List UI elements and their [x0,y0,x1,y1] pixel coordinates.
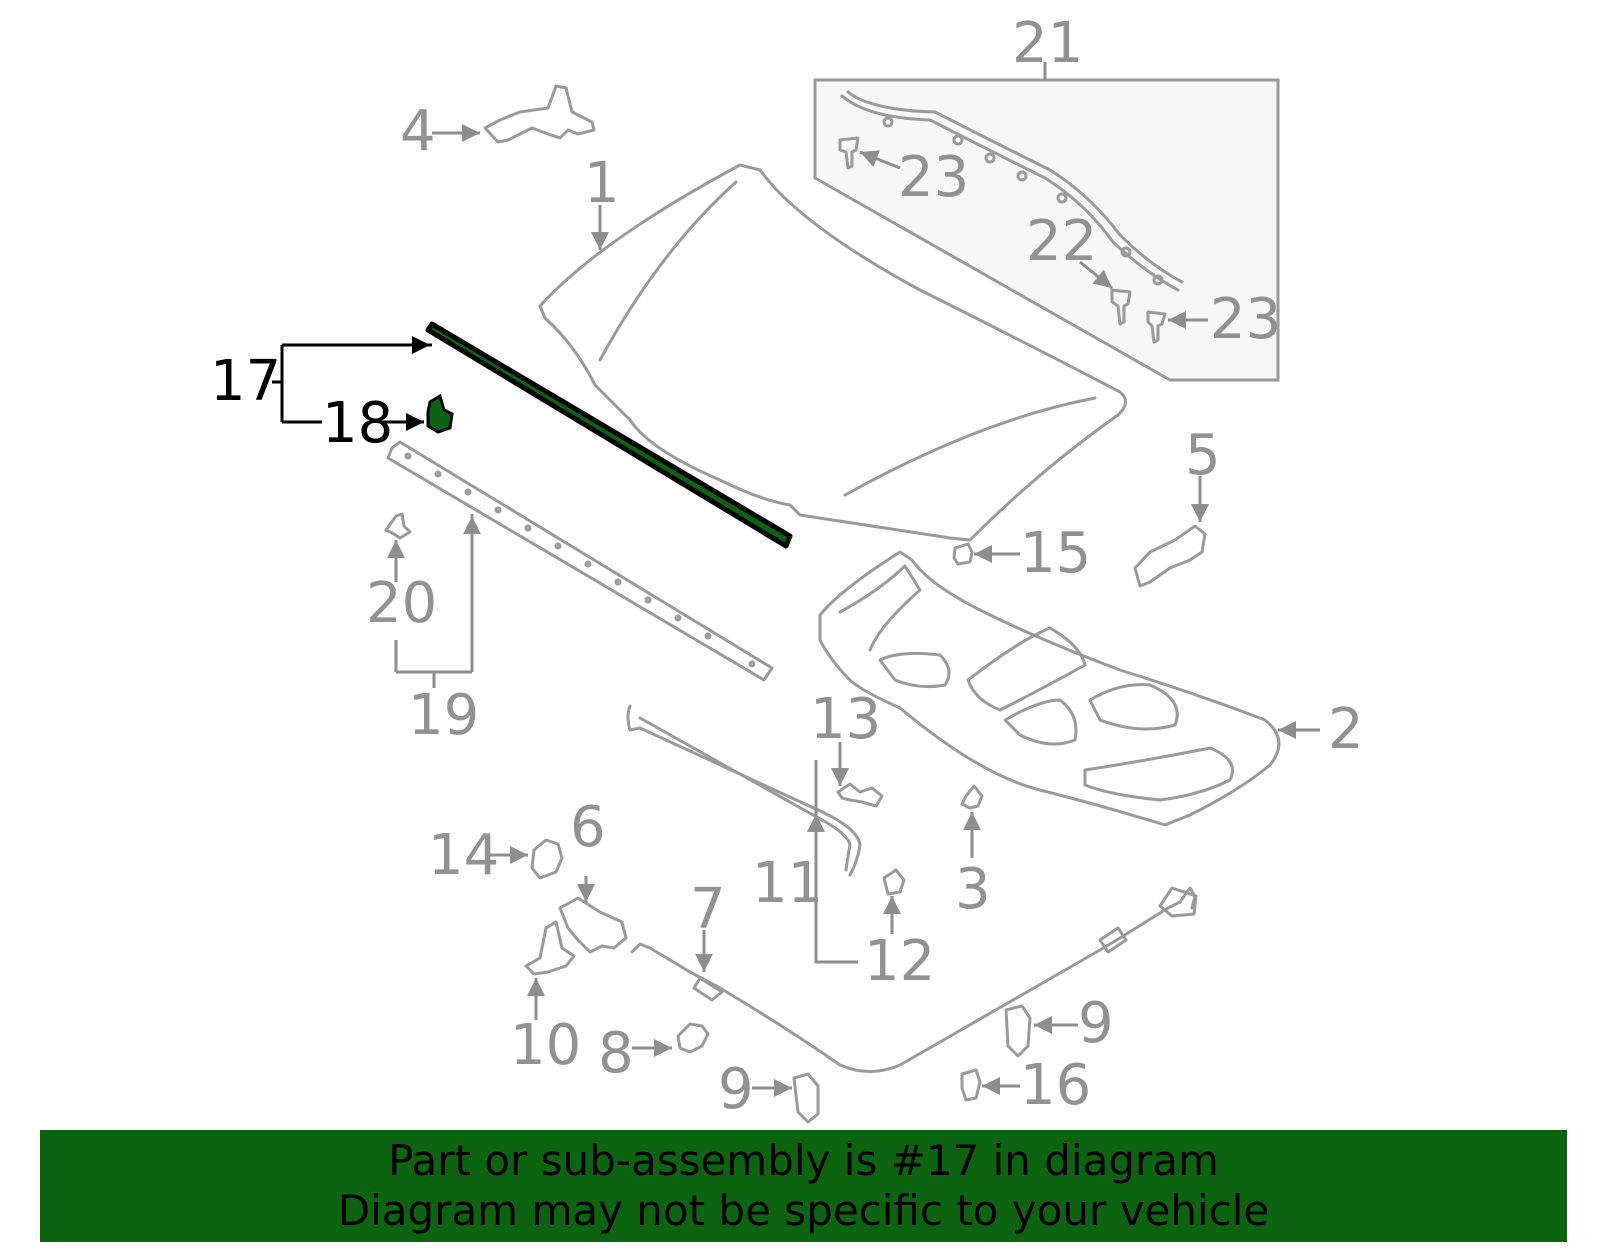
part-7-cable [630,886,1197,1073]
callout-7: 7 [690,877,726,942]
callout-3: 3 [955,857,991,922]
part-13-clip [836,782,884,808]
part-22-clip [1110,288,1132,326]
part-14-clip [530,838,564,880]
callout-23-lower: 23 [1210,287,1281,352]
callout-9-right: 9 [1078,991,1114,1056]
callout-11: 11 [752,851,823,916]
callout-21: 21 [1012,11,1083,76]
part-19-holes [404,452,756,668]
callout-9-left: 9 [718,1057,754,1122]
callout-13: 13 [810,687,881,752]
part-23-clip-b [1146,310,1167,344]
part-21-clips [882,116,1164,286]
callout-10: 10 [510,1013,581,1078]
part-5-hinge [1133,524,1207,588]
part-12-grommet [882,868,906,896]
callout-20: 20 [366,571,437,636]
part-4-hinge [483,84,596,144]
part-23-clip-a [838,136,860,170]
part-17-weatherstrip [425,321,793,549]
callout-5: 5 [1185,423,1221,488]
banner-line-2: Diagram may not be specific to your vehi… [337,1186,1270,1235]
callout-14: 14 [428,823,499,888]
part-3-clip [960,784,984,810]
callout-6: 6 [570,795,606,860]
callout-22: 22 [1026,209,1097,274]
callout-15: 15 [1020,521,1091,586]
callout-18: 18 [322,391,393,456]
part-21-box [813,78,1280,382]
part-6-latch [558,896,628,954]
notice-banner: Part or sub-assembly is #17 in diagram D… [40,1130,1567,1242]
part-11-rod [626,704,862,877]
callout-8: 8 [598,1021,634,1086]
part-18-clip [426,393,454,434]
part-8-clip [676,1022,710,1054]
part-15-clip [952,542,974,566]
part-10-bracket [524,920,576,976]
callout-12: 12 [864,929,935,994]
callout-19: 19 [408,683,479,748]
callout-17: 17 [210,349,281,414]
callout-4: 4 [400,99,436,164]
callout-2: 2 [1328,697,1364,762]
part-21-seal [846,90,1184,284]
part-9-clip-a [792,1072,820,1124]
part-9-clip-b [1004,1004,1032,1058]
part-20-clip [384,512,412,540]
part-16-clip [960,1068,982,1102]
part-1-hood [538,163,1127,542]
part-19-strip [386,440,774,682]
banner-line-1: Part or sub-assembly is #17 in diagram [388,1136,1219,1185]
part-2-insulator [818,550,1281,827]
callout-1: 1 [584,151,620,216]
callout-23-upper: 23 [898,145,969,210]
callout-16: 16 [1020,1053,1091,1118]
